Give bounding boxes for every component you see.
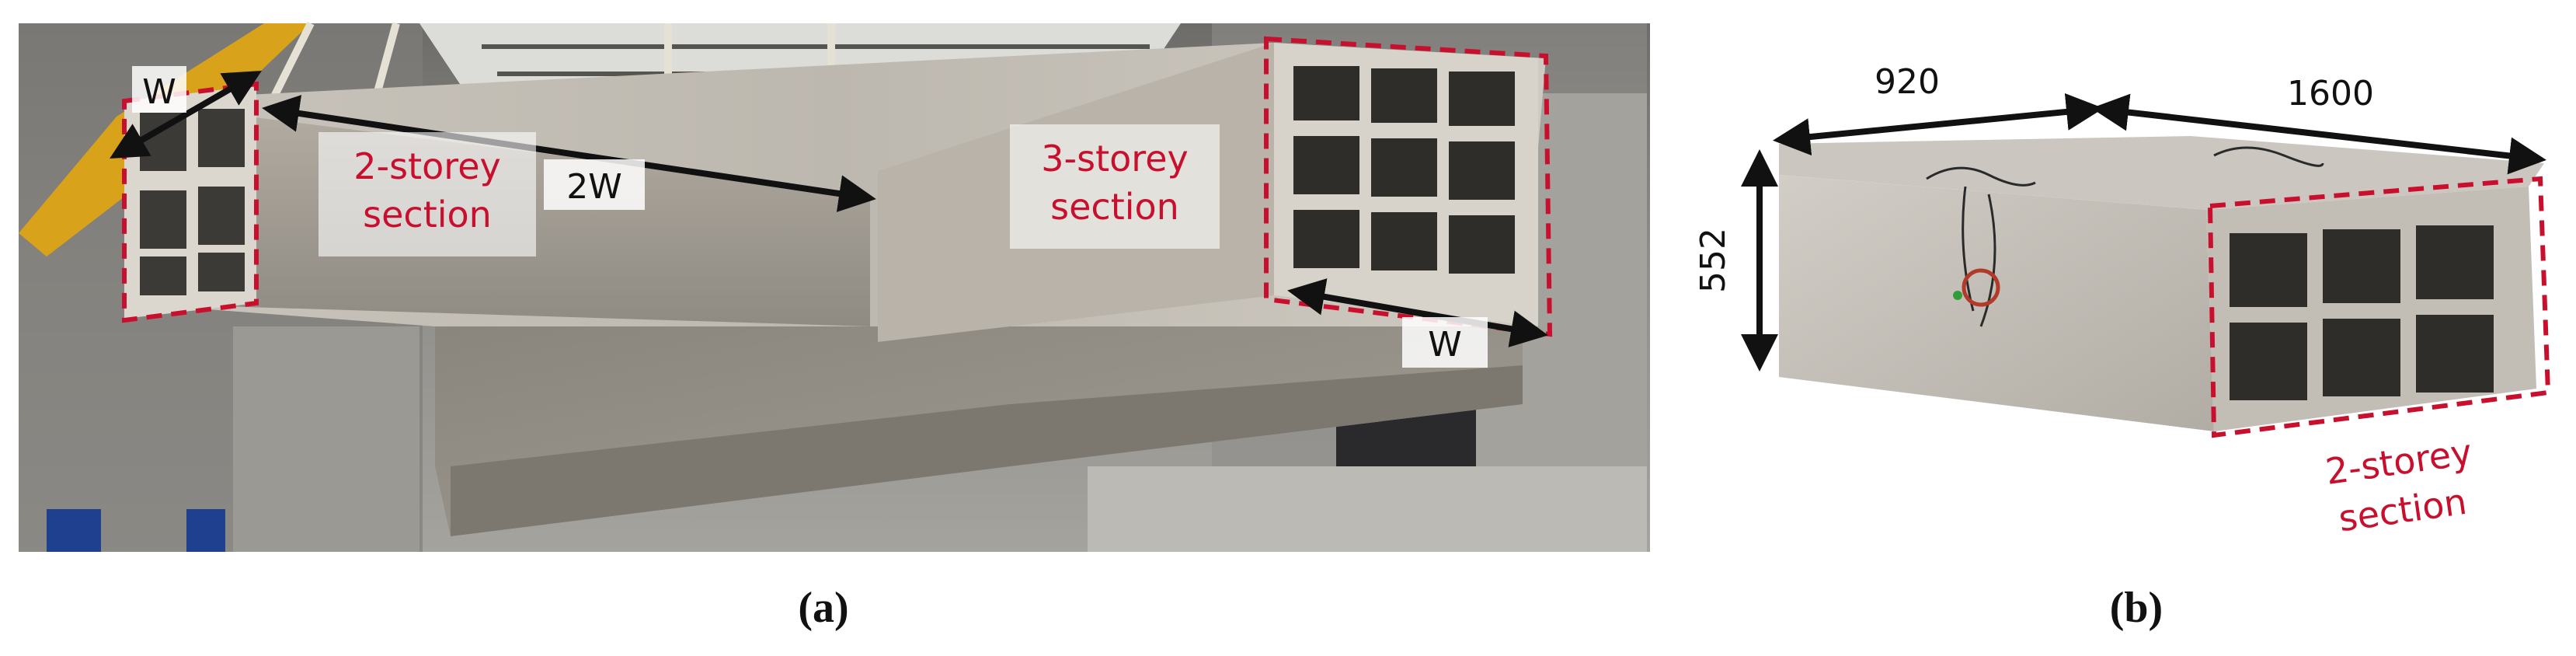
photo-panel-a: W 2W W 2-storey section 3-storey section — [19, 21, 1650, 552]
dim-920: 920 — [1875, 62, 1940, 102]
label-2storey-line2: section — [363, 194, 492, 236]
dim-552: 552 — [1694, 228, 1733, 293]
photo-panel-b: 920 1600 552 2-storey section — [1694, 62, 2551, 540]
dim-w-top: W — [142, 72, 176, 112]
cross-section-2storey-b — [2230, 225, 2494, 400]
label-3storey-line2: section — [1050, 186, 1179, 228]
dim-2w: 2W — [566, 167, 622, 207]
cross-section-2storey-a — [124, 85, 256, 319]
caption-a: (a) — [798, 584, 849, 632]
dim-w-right: W — [1428, 325, 1462, 365]
cross-section-3storey-a — [1274, 43, 1538, 326]
caption-b: (b) — [2109, 584, 2163, 632]
label-2storey-b-line2: section — [2336, 480, 2470, 540]
label-3storey-line1: 3-storey — [1041, 138, 1188, 180]
dim-1600: 1600 — [2287, 74, 2374, 113]
label-2storey-line1: 2-storey — [353, 145, 500, 187]
